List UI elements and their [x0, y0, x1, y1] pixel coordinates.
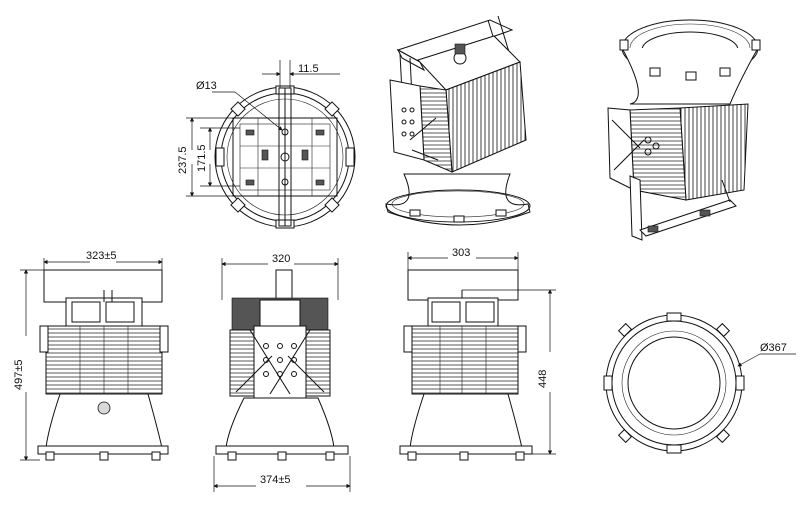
dim-mount-height-inner: 171.5 — [196, 144, 208, 172]
dim-overall-height: 497±5 — [13, 359, 25, 390]
dim-front-width: 323±5 — [86, 250, 117, 262]
dim-back-width: 303 — [452, 247, 470, 259]
side-view — [213, 258, 351, 492]
isometric-view-2 — [607, 19, 761, 241]
top-view — [186, 60, 356, 229]
dim-base-width: 374±5 — [260, 474, 291, 486]
dim-back-height: 448 — [537, 370, 549, 388]
bottom-view — [603, 312, 796, 454]
dim-side-width: 320 — [272, 253, 290, 265]
front-view — [20, 258, 169, 461]
dim-reflector-diameter: Ø367 — [760, 342, 787, 354]
back-view — [399, 252, 556, 461]
isometric-view-1 — [385, 15, 531, 226]
dim-mount-height-outer: 237.5 — [177, 146, 189, 174]
dim-bolt-hole: Ø13 — [196, 80, 217, 92]
dim-slot-width: 11.5 — [298, 63, 319, 75]
